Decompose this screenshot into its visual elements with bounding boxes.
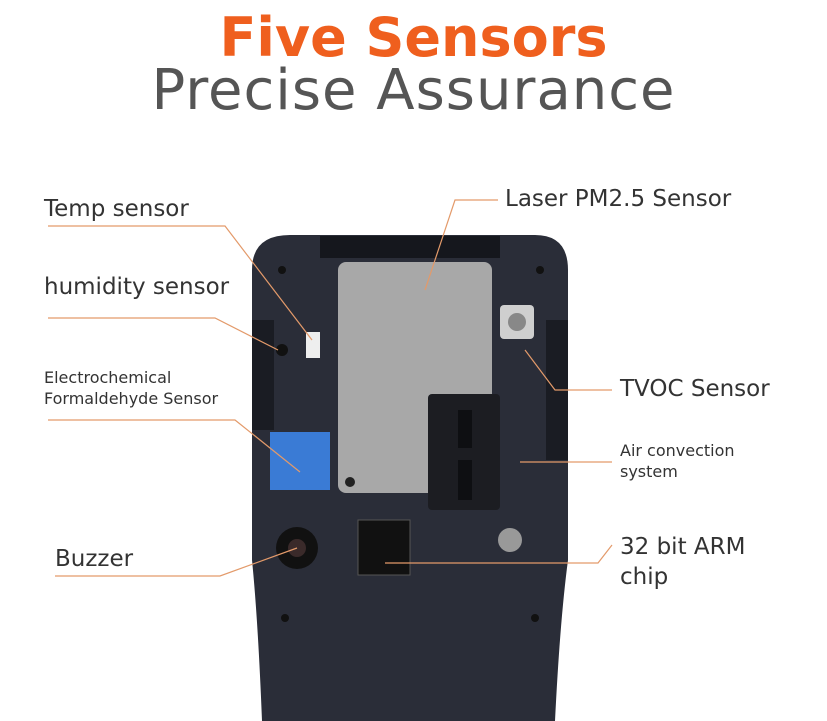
label-tvoc-sensor: TVOC Sensor bbox=[620, 376, 770, 402]
title: Five Sensors bbox=[219, 6, 608, 69]
subtitle: Precise Assurance bbox=[151, 58, 676, 123]
label-pm25-sensor: Laser PM2.5 Sensor bbox=[505, 186, 732, 212]
air-convection-fan bbox=[428, 394, 500, 510]
label-humidity-sensor: humidity sensor bbox=[44, 274, 230, 300]
label-formaldehyde-line2: Formaldehyde Sensor bbox=[44, 389, 219, 408]
label-air-convection-line1: Air convection bbox=[620, 441, 735, 460]
vent-top bbox=[320, 236, 500, 258]
label-buzzer: Buzzer bbox=[55, 546, 134, 572]
label-arm-chip-line2: chip bbox=[620, 564, 669, 590]
label-air-convection-line2: system bbox=[620, 462, 678, 481]
leader-lines bbox=[48, 199, 613, 577]
label-formaldehyde-line1: Electrochemical bbox=[44, 368, 172, 387]
label-arm-chip-line1: 32 bit ARM bbox=[620, 534, 746, 560]
formaldehyde-sensor bbox=[270, 432, 330, 490]
label-temp-sensor: Temp sensor bbox=[44, 196, 189, 222]
temp-humidity-chip bbox=[306, 332, 320, 358]
arm-chip bbox=[357, 519, 411, 576]
